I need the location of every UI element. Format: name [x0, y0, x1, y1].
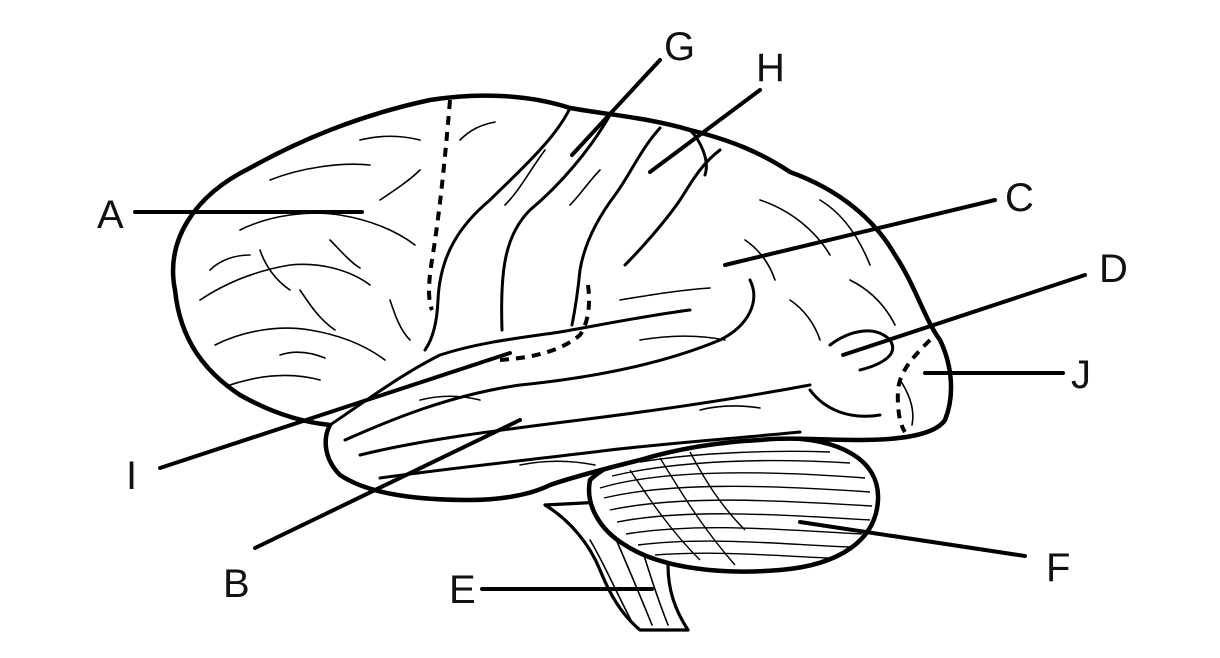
label-h: H [756, 46, 785, 90]
label-j: J [1071, 353, 1091, 397]
labels: A B C D E F G H I J [97, 25, 1128, 612]
label-e: E [449, 568, 476, 612]
leader-line-h [648, 88, 762, 174]
label-i: I [126, 454, 137, 498]
label-a: A [97, 193, 124, 237]
label-b: B [223, 562, 250, 606]
label-g: G [664, 25, 695, 69]
label-c: C [1005, 176, 1034, 220]
leader-line-i [158, 351, 512, 470]
leader-line-f [798, 520, 1027, 558]
leader-line-d [841, 273, 1087, 357]
cerebellum [586, 435, 881, 574]
leader-line-g [570, 58, 662, 157]
label-f: F [1046, 546, 1070, 590]
label-d: D [1099, 247, 1128, 291]
cerebrum [170, 93, 954, 503]
leader-line-c [723, 198, 997, 267]
leader-lines [133, 58, 1087, 591]
leader-line-b [253, 418, 522, 550]
